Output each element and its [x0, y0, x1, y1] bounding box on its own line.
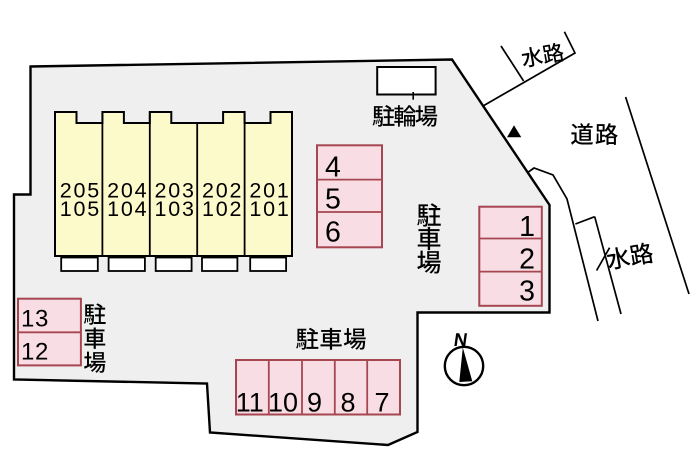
svg-text:7: 7: [374, 388, 389, 418]
svg-text:13: 13: [21, 306, 49, 333]
svg-text:6: 6: [325, 217, 341, 249]
svg-text:201: 201: [249, 178, 290, 202]
svg-text:205: 205: [60, 178, 101, 202]
svg-text:104: 104: [107, 197, 148, 221]
svg-text:105: 105: [60, 197, 101, 221]
svg-text:10: 10: [268, 388, 298, 418]
svg-text:203: 203: [155, 178, 196, 202]
svg-text:8: 8: [340, 388, 355, 418]
svg-text:11: 11: [236, 388, 264, 418]
svg-text:204: 204: [107, 178, 148, 202]
svg-text:3: 3: [519, 276, 535, 308]
svg-text:101: 101: [249, 197, 290, 221]
svg-text:202: 202: [202, 178, 243, 202]
svg-text:4: 4: [325, 151, 341, 183]
svg-text:12: 12: [21, 339, 49, 366]
svg-text:2: 2: [519, 244, 535, 276]
svg-text:N: N: [453, 329, 469, 350]
svg-text:103: 103: [155, 197, 196, 221]
svg-text:9: 9: [307, 388, 322, 418]
svg-text:1: 1: [519, 211, 535, 243]
svg-text:5: 5: [325, 183, 341, 215]
svg-text:102: 102: [202, 197, 243, 221]
